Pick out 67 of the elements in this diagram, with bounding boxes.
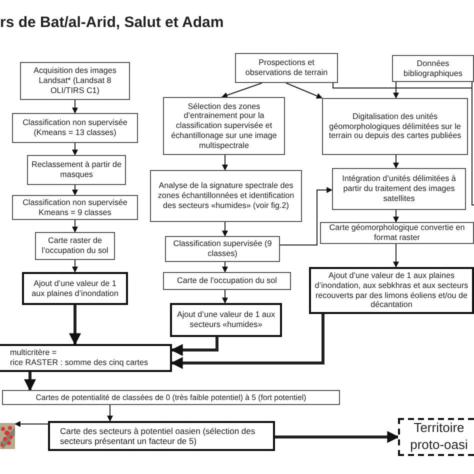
arrow	[14, 421, 48, 427]
arrow	[222, 222, 228, 237]
step-text: Ajout d’une valeur de 1 aux secteurs «humides»	[176, 310, 276, 330]
arrow	[72, 220, 78, 233]
arrow	[393, 210, 399, 223]
arrow	[222, 262, 228, 273]
process-box	[35, 232, 115, 260]
arrow	[170, 314, 324, 369]
step-text: Digitalisation des unités géomorphologiques délimitées sur le terrain ou depuis des cartes publiées	[328, 112, 462, 142]
step-text: Carte géomorphologique convertie en format raster	[328, 223, 466, 243]
arrow	[393, 82, 399, 99]
dashed-box	[398, 418, 474, 456]
process-box	[235, 53, 338, 83]
step-text: Prospections et observations de terrain	[244, 58, 329, 78]
arrow	[72, 142, 78, 156]
step-text: Intégration d’unités délimitées à partir du traitement des images satellites	[341, 174, 457, 204]
arrow	[222, 154, 228, 171]
process-box	[332, 168, 466, 210]
process-box	[22, 272, 128, 305]
connector-line	[472, 82, 474, 206]
arrow	[72, 184, 78, 196]
step-text: Ajout d’une valeur de 1 aux plaines d’inondation	[30, 278, 120, 298]
step-text: rice RASTER : somme des cinq cartes	[10, 358, 148, 368]
process-box	[2, 390, 340, 405]
arrow	[286, 82, 323, 99]
process-box	[27, 155, 126, 185]
process-box	[320, 222, 474, 244]
arrow	[69, 305, 81, 346]
step-text: Carte raster de l’occupation du sol	[40, 236, 110, 256]
process-box	[170, 303, 282, 337]
picture	[0, 423, 15, 449]
arrow	[72, 260, 78, 273]
step-text: Ajout d’une valeur de 1 aux plaines d’inondation, aux sebkhras et aux secteurs recouverts par des limons éoliens et/ou de décantation	[314, 271, 470, 310]
step-text: Acquisition des images Landsat* (Landsat 8 OLI/TIRS C1)	[32, 66, 118, 96]
step-text: Analyse de la signature spectrale des zones échantillonnées et identification des secteurs «humides» (voir fig.2)	[156, 181, 296, 211]
step-text: multicritère =	[10, 348, 57, 358]
step-text: Classification supervisée (9 classes)	[172, 239, 273, 259]
arrow	[275, 431, 400, 443]
arrow	[280, 187, 333, 246]
arrow	[221, 82, 262, 98]
step-text: Classification non supervisée (Kmeans = 13 classes)	[22, 118, 128, 138]
process-box	[163, 97, 285, 155]
process-box	[0, 344, 172, 372]
step-text: Carte des secteurs à potentiel oasien (sélection des secteurs présentant un facteur de 5)	[60, 426, 256, 446]
process-box	[12, 195, 138, 220]
process-box	[392, 55, 474, 82]
step-text: Carte de l’occupation du sol	[177, 276, 277, 286]
title: rs de Bat/al-Arid, Salut et Adam	[0, 14, 224, 31]
arrow	[72, 100, 78, 114]
step-text: Classification non supervisée Kmeans = 9 classes	[22, 198, 128, 218]
arrow	[107, 404, 113, 422]
arrow	[170, 337, 218, 356]
process-box	[163, 272, 291, 290]
process-box	[165, 236, 280, 262]
step-text: Sélection des zones d’entrainement pour la classification supervisée et échantillonage sur une image multispectrale	[170, 102, 278, 150]
step-text: Reclassement à partir de masques	[30, 160, 122, 180]
arrow	[393, 244, 399, 268]
arrow	[393, 154, 399, 169]
process-box	[322, 98, 468, 155]
process-box	[20, 62, 130, 100]
step-text: Données bibliographiques	[402, 58, 464, 78]
process-box	[12, 113, 138, 143]
arrow	[24, 372, 36, 392]
arrow	[222, 290, 228, 304]
process-box	[48, 421, 275, 451]
step-text: Territoire proto-oasi	[409, 420, 469, 454]
process-box	[150, 170, 302, 222]
